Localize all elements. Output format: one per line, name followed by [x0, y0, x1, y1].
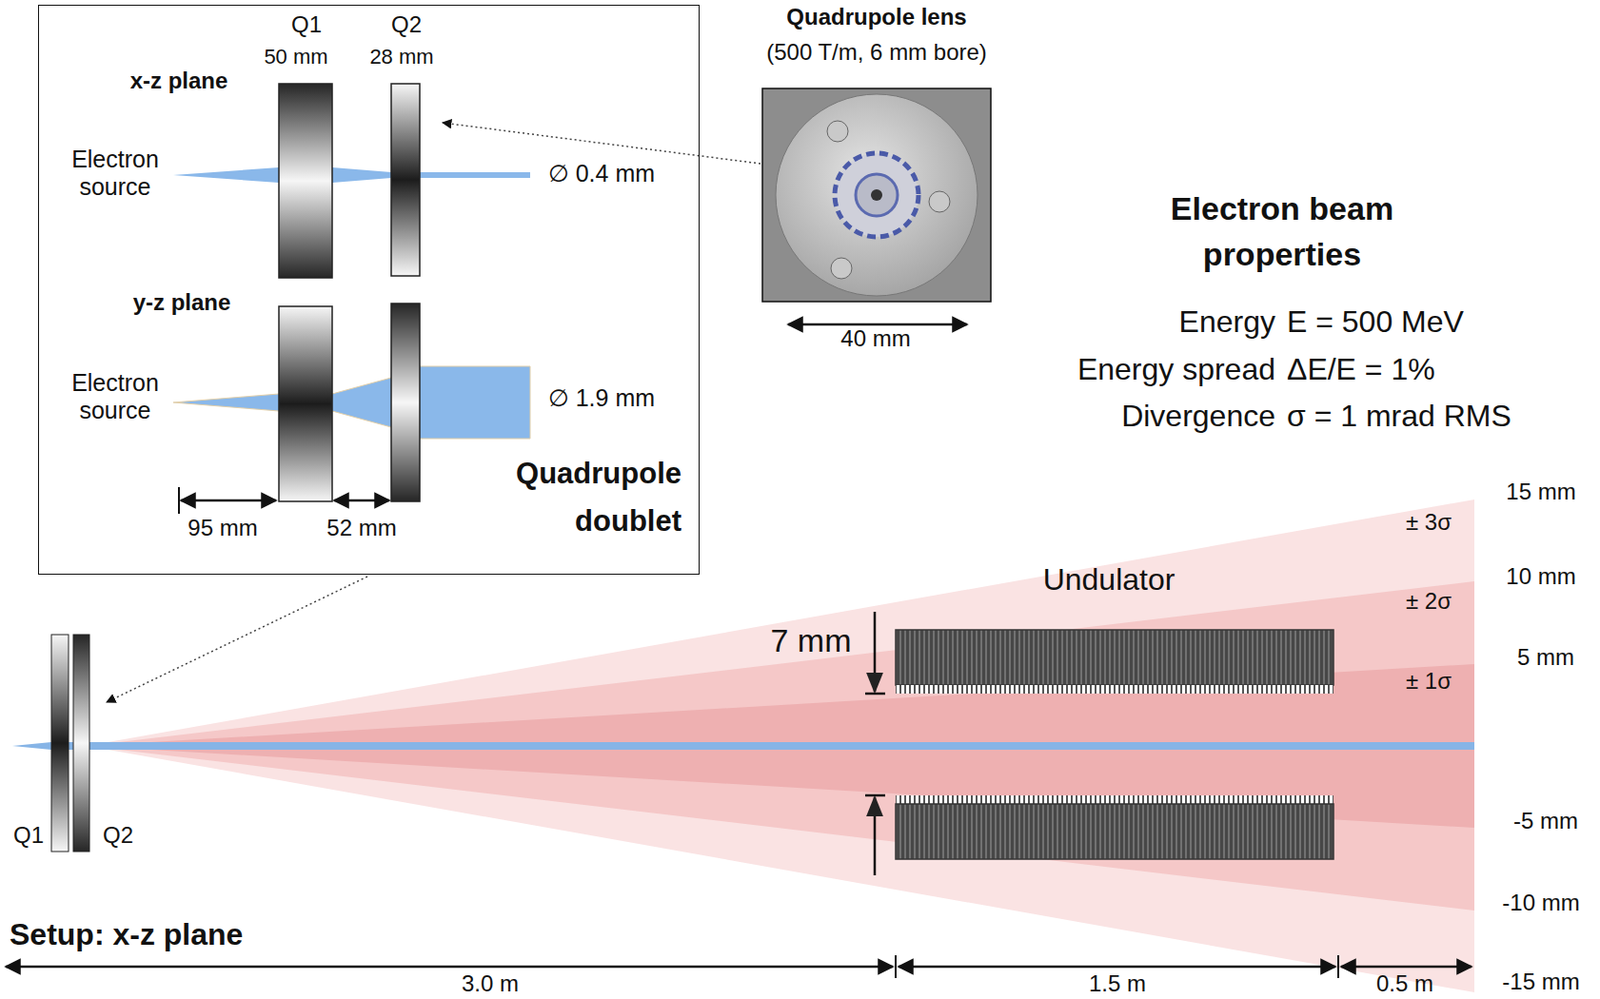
panel-title: Quadrupole doublet [453, 450, 682, 546]
lens-housing [775, 94, 978, 297]
label: 3.0 m [461, 970, 519, 999]
label: -15 mm [1501, 968, 1580, 997]
screw [830, 257, 852, 279]
electron-beam [51, 742, 1475, 751]
dimension-tick [894, 955, 897, 979]
bore [870, 189, 883, 201]
label: Energy spread [1077, 351, 1276, 388]
label: Q1 [291, 11, 322, 40]
photo-frame [762, 88, 991, 302]
undulator-magnet-array [895, 630, 1334, 686]
undulator-poles [895, 685, 1334, 694]
label: 52 mm [326, 514, 396, 543]
label: ΔE/E = 1% [1286, 351, 1436, 388]
label: 0.5 m [1376, 970, 1434, 999]
dimension-line [180, 499, 277, 503]
leader-line [442, 122, 761, 164]
label: -10 mm [1501, 889, 1580, 918]
lens-photo-box: Quadrupole lens(500 T/m, 6 mm bore) [762, 88, 991, 302]
label: ∅ 0.4 mm [548, 158, 655, 188]
label: Setup: x-z plane [9, 916, 243, 953]
label: x-z plane [130, 67, 229, 96]
label: Electron source [61, 369, 169, 425]
label: Q2 [391, 11, 422, 40]
label: 40 mm [840, 325, 910, 354]
dimension-line [1341, 966, 1472, 969]
dimension-line [5, 966, 893, 969]
dimension-line [898, 966, 1336, 969]
label: Electron beam properties [1139, 186, 1425, 277]
gap-tick [865, 794, 886, 798]
beam-yz [173, 366, 531, 439]
beam-source [12, 742, 52, 751]
lens-q2-xz [391, 83, 420, 277]
label: 50 mm [263, 44, 328, 70]
dimension-tick [177, 487, 180, 514]
label: 95 mm [187, 514, 257, 543]
lens-q1-yz [278, 306, 333, 502]
dimension-line [334, 499, 390, 503]
label: ± 3σ [1405, 509, 1452, 537]
label: Q2 [102, 822, 134, 850]
label: 7 mm [770, 621, 852, 661]
label: 10 mm [1505, 563, 1576, 592]
gap-arrow [873, 797, 877, 876]
label: Energy [1179, 303, 1276, 340]
photo-heading: (500 T/m, 6 mm bore) [766, 39, 988, 67]
pole-tips [855, 174, 898, 217]
dimension-tick [1337, 955, 1340, 979]
label: 1.5 m [1088, 970, 1146, 999]
quadrupole-q1 [51, 634, 69, 852]
screw [827, 120, 849, 142]
screw [928, 191, 950, 213]
label: 5 mm [1517, 644, 1575, 672]
label: ± 2σ [1405, 588, 1452, 616]
label: Undulator [1043, 561, 1176, 598]
label: -5 mm [1513, 808, 1579, 836]
inset-panel: Quadrupole doublet [38, 4, 700, 575]
label: Electron source [61, 145, 169, 201]
undulator-poles [895, 795, 1334, 805]
beam-xz [173, 167, 531, 183]
gap-tick [865, 692, 886, 696]
quadrupole-q2 [73, 634, 90, 852]
lens-q1-xz [278, 83, 333, 278]
label: 15 mm [1505, 478, 1576, 507]
lens-q2-yz [391, 303, 420, 502]
lens-photo [762, 88, 991, 302]
magnet-ring [834, 153, 919, 238]
leader-line [106, 576, 368, 703]
label: Q1 [13, 822, 44, 850]
inset-ground [38, 4, 700, 575]
label: σ = 1 mrad RMS [1286, 397, 1512, 435]
label: E = 500 MeV [1286, 303, 1464, 340]
label: ± 1σ [1405, 668, 1452, 696]
label: 28 mm [369, 44, 434, 70]
label: Divergence [1121, 397, 1276, 435]
gap-arrow [873, 612, 877, 692]
photo-heading: Quadrupole lens [786, 3, 967, 32]
label: y-z plane [133, 289, 232, 317]
undulator-magnet-array [895, 804, 1334, 860]
label: ∅ 1.9 mm [548, 383, 655, 413]
